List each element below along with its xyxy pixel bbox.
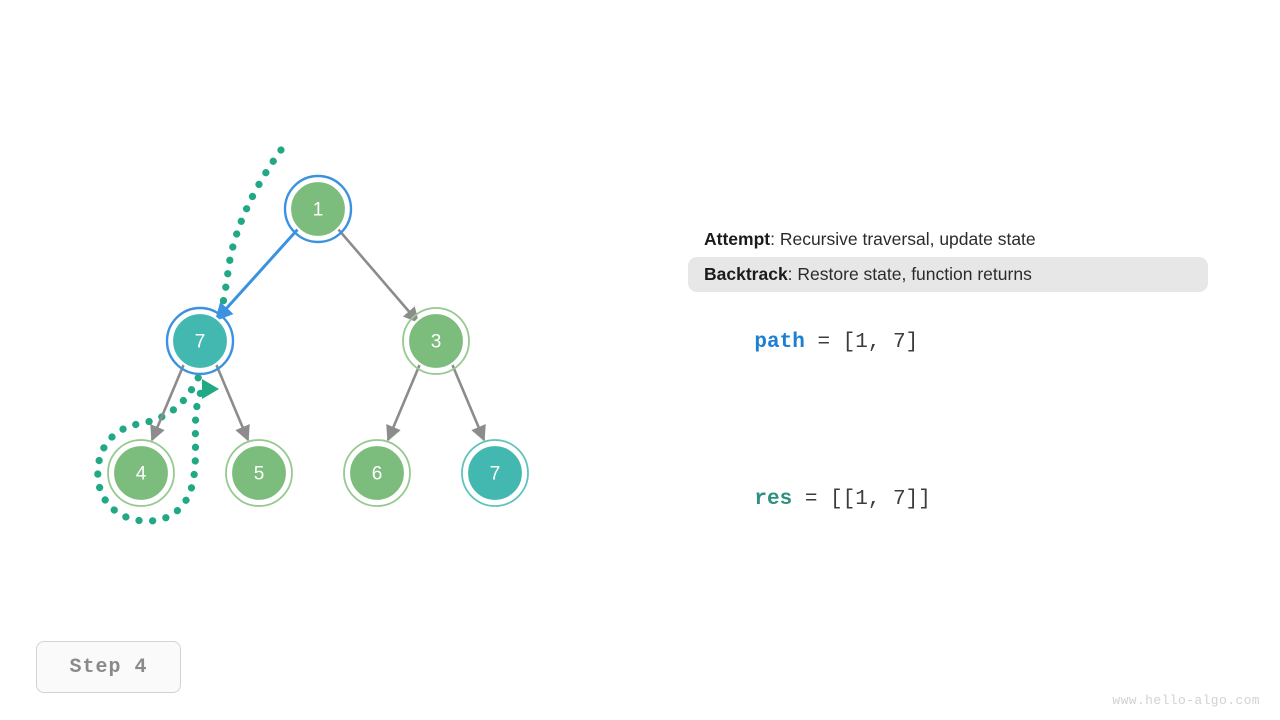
watermark: www.hello-algo.com: [1112, 693, 1260, 708]
edge-7-5: [214, 363, 250, 442]
backtrack-keyword: Backtrack: [704, 263, 788, 284]
traversal-cursor-icon: [202, 379, 219, 399]
info-panel: Attempt: Recursive traversal, update sta…: [688, 222, 1208, 534]
tree-node-label: 7: [195, 332, 206, 353]
tree-node-label: 5: [254, 464, 265, 485]
attempt-description: Attempt: Recursive traversal, update sta…: [688, 222, 1208, 257]
tree-node-label: 4: [136, 464, 147, 485]
tree-node-5[interactable]: 5: [225, 439, 293, 507]
tree-node-label: 1: [313, 200, 324, 221]
tree-node-7-left[interactable]: 7: [165, 306, 235, 376]
tree-node-label: 6: [372, 464, 383, 485]
res-variable-value: = [[1, 7]]: [792, 487, 931, 511]
tree-node-1[interactable]: 1: [283, 174, 353, 244]
tree-diagram: 1 7 3 4: [94, 146, 529, 525]
edge-1-3: [337, 228, 420, 324]
path-variable-name: path: [754, 330, 805, 354]
backtracking-trail: [94, 146, 285, 525]
edge-7-4: [150, 363, 186, 442]
tree-node-label: 3: [431, 332, 442, 353]
backtrack-text: : Restore state, function returns: [787, 263, 1032, 284]
step-badge: Step 4: [36, 641, 181, 693]
edge-1-7-active: [214, 227, 300, 322]
path-variable-value: = [1, 7]: [804, 330, 919, 354]
path-state-line: path = [1, 7]: [688, 308, 1208, 377]
tree-svg: 1 7 3 4: [94, 146, 529, 525]
attempt-text: : Recursive traversal, update state: [770, 229, 1036, 249]
tree-nodes: 1 7 3 4: [107, 174, 529, 507]
tree-node-label: 7: [490, 464, 501, 485]
edge-3-6: [386, 363, 422, 442]
attempt-keyword: Attempt: [704, 229, 771, 249]
res-state-line: res = [[1, 7]]: [688, 465, 1208, 534]
tree-node-6[interactable]: 6: [343, 439, 411, 507]
tree-node-3[interactable]: 3: [402, 307, 470, 375]
res-variable-name: res: [754, 487, 793, 511]
tree-node-4[interactable]: 4: [107, 439, 175, 507]
edge-3-7: [450, 363, 486, 442]
tree-node-7-right[interactable]: 7: [461, 439, 529, 507]
backtrack-description: Backtrack: Restore state, function retur…: [688, 256, 1208, 292]
tree-edges: [150, 227, 486, 442]
